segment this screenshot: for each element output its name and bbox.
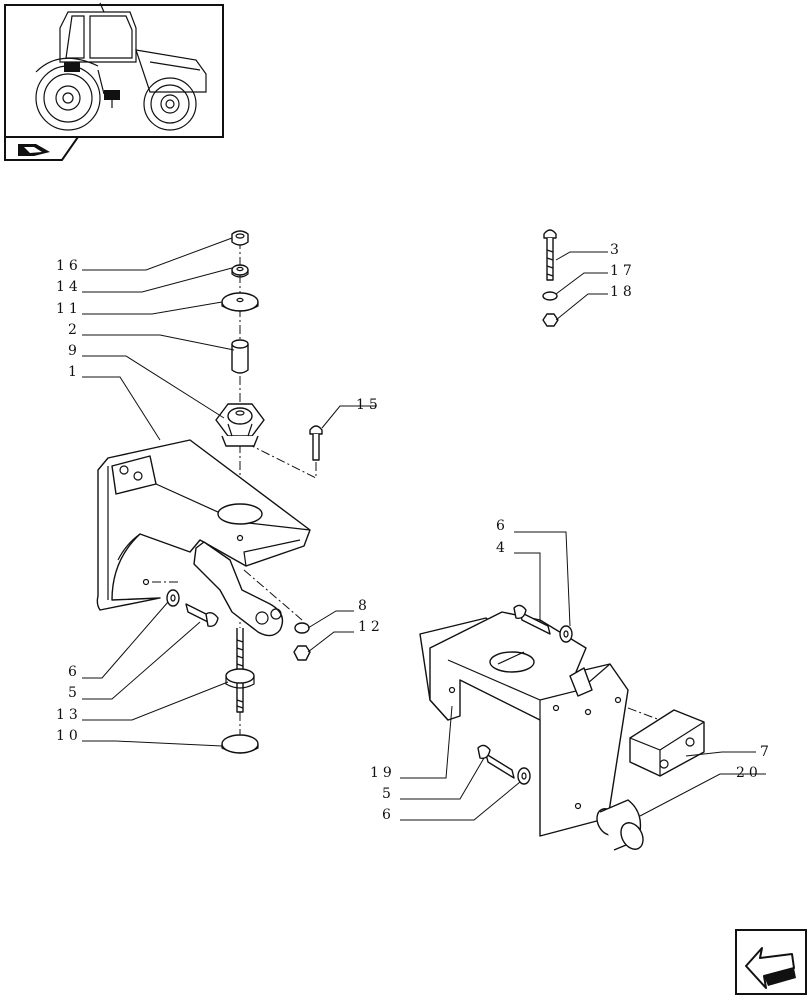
- left-mount-assembly: [96, 230, 323, 754]
- callout-14: 14: [56, 279, 82, 295]
- callout-1: 1: [68, 364, 81, 380]
- callout-4: 4: [496, 540, 509, 556]
- callout-10: 10: [56, 728, 82, 744]
- tractor-thumbnail-icon[interactable]: [4, 2, 224, 161]
- callout-12: 12: [358, 619, 384, 635]
- callout-labels: 16 14 11 2 9 1 15 8 12 6 5 13 10 3 17 18…: [56, 242, 773, 823]
- callout-20: 20: [736, 765, 762, 781]
- callout-8: 8: [358, 598, 371, 614]
- callout-18: 18: [610, 284, 636, 300]
- next-page-arrow-icon[interactable]: [735, 929, 807, 995]
- callout-16: 16: [56, 258, 82, 274]
- callout-6-bottom: 6: [382, 807, 395, 823]
- callout-19: 19: [370, 765, 396, 781]
- leader-lines: [82, 237, 766, 821]
- right-bracket-assembly: [419, 604, 705, 851]
- callout-6: 6: [68, 664, 81, 680]
- callout-2: 2: [68, 322, 81, 338]
- callout-5-right: 5: [382, 786, 395, 802]
- callout-15: 15: [356, 397, 382, 413]
- callout-3: 3: [610, 242, 623, 258]
- callout-11: 11: [56, 301, 82, 317]
- callout-13: 13: [56, 707, 82, 723]
- callout-9: 9: [68, 343, 81, 359]
- section-arrow-icon: [18, 144, 50, 156]
- callout-6-right: 6: [496, 518, 509, 534]
- top-right-fasteners: [542, 229, 559, 327]
- callout-17: 17: [610, 263, 636, 279]
- callout-5: 5: [68, 685, 81, 701]
- callout-7: 7: [760, 744, 773, 760]
